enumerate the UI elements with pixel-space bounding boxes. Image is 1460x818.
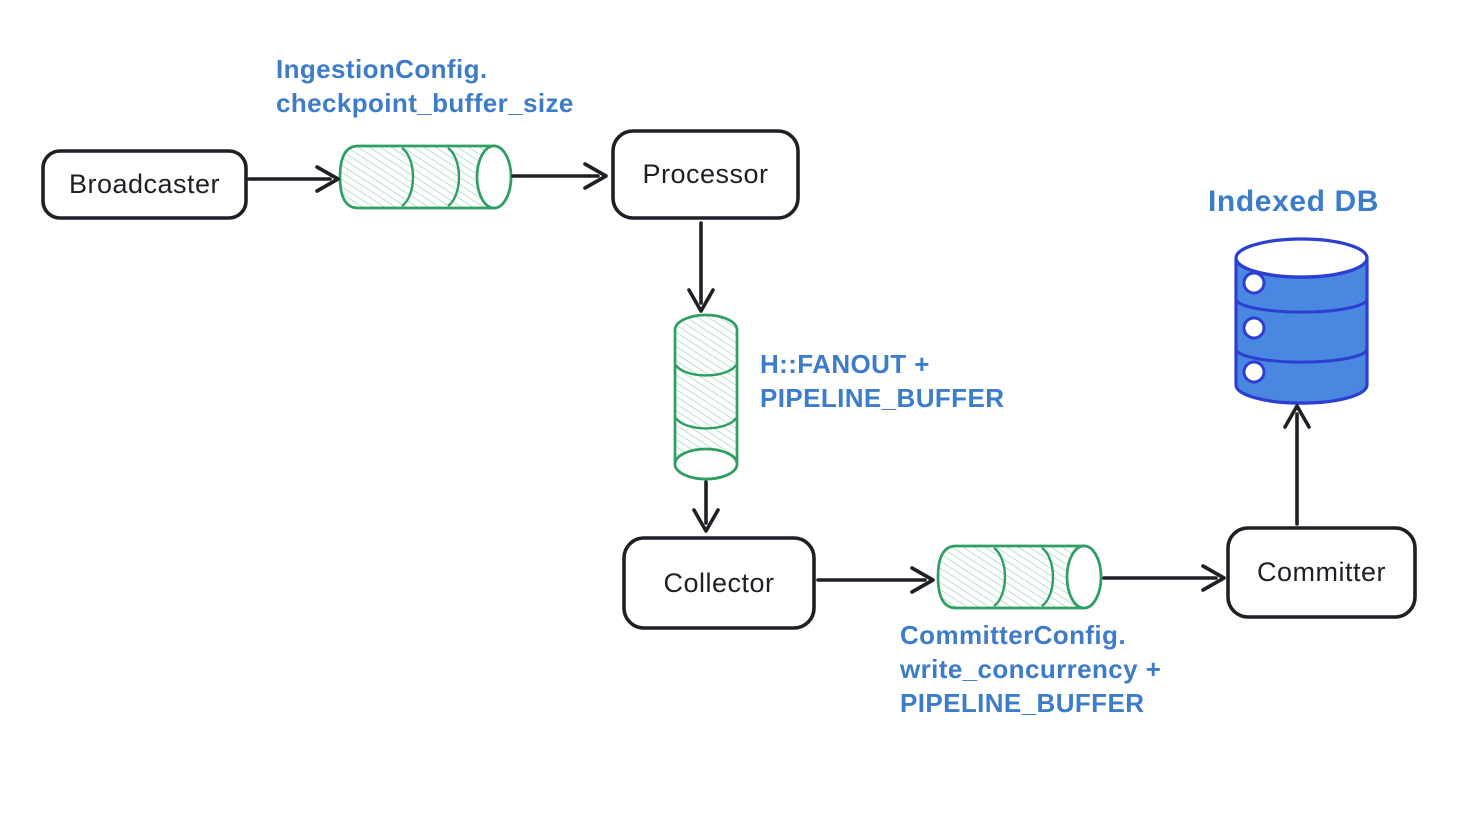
collector-node (622, 536, 816, 630)
arrow-ingestion-buffer-to-processor (511, 162, 608, 190)
ingestion-buffer-cylinder-icon (338, 144, 513, 210)
arrow-processor-to-fanout-buffer (687, 221, 715, 313)
committer-node (1226, 526, 1417, 619)
arrow-committer-to-indexed-db (1283, 404, 1311, 526)
arrow-collector-to-committer-buffer (816, 566, 935, 594)
broadcaster-node (41, 149, 248, 220)
arrow-fanout-buffer-to-collector (692, 480, 720, 533)
arrow-broadcaster-to-ingestion-buffer (247, 165, 340, 193)
processor-node (611, 129, 800, 220)
arrow-committer-buffer-to-committer (1102, 564, 1226, 592)
fanout-buffer-cylinder-icon (673, 313, 739, 481)
committer-buffer-cylinder-icon (936, 544, 1103, 610)
indexed-db-icon (1234, 237, 1369, 405)
